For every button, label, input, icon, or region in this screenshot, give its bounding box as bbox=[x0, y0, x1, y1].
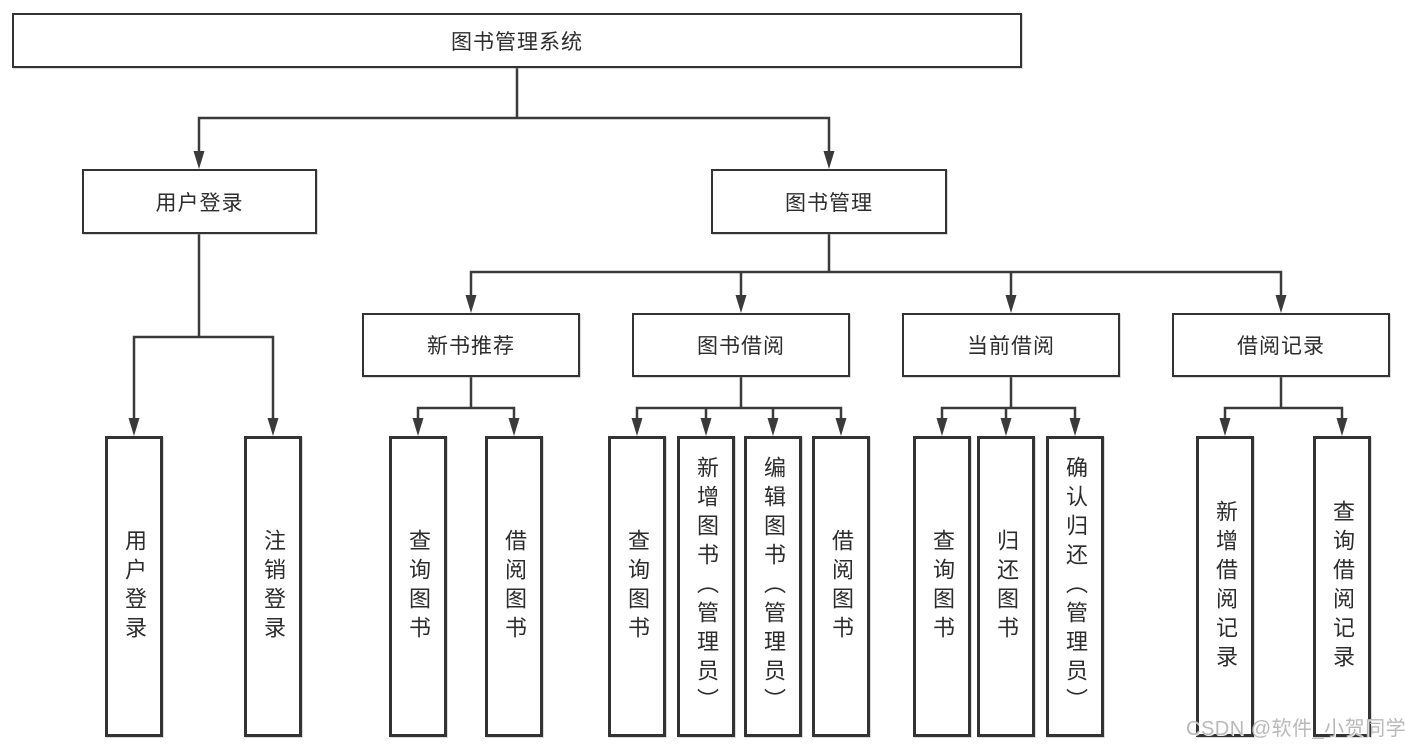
leaf-query-books-current: 查询图书 bbox=[913, 436, 971, 737]
leaf-user-login: 用户登录 bbox=[105, 436, 163, 737]
node-user-login: 用户登录 bbox=[82, 169, 317, 234]
connector-recommend-group bbox=[416, 375, 516, 429]
leaf-borrow-books-recommend: 借阅图书 bbox=[485, 436, 543, 737]
connector-bookmgmt-to-level3 bbox=[469, 232, 1283, 306]
arrow-down-icon bbox=[823, 151, 835, 169]
connector-login-group bbox=[132, 232, 275, 429]
leaf-edit-book-admin: 编辑图书（管理员） bbox=[744, 436, 802, 737]
arrow-down-icon bbox=[508, 418, 520, 436]
arrow-down-icon bbox=[412, 418, 424, 436]
node-label: 查询图书 bbox=[625, 528, 650, 645]
arrow-down-icon bbox=[128, 418, 140, 436]
leaf-add-borrow-record: 新增借阅记录 bbox=[1196, 436, 1254, 737]
connector-root-to-level2 bbox=[197, 66, 831, 162]
leaf-confirm-return-admin: 确认归还（管理员） bbox=[1046, 436, 1104, 737]
node-label: 查询借阅记录 bbox=[1330, 499, 1355, 674]
arrow-down-icon bbox=[1069, 418, 1081, 436]
leaf-logout: 注销登录 bbox=[244, 436, 302, 737]
arrow-down-icon bbox=[1219, 418, 1231, 436]
node-label: 借阅记录 bbox=[1237, 335, 1325, 358]
leaf-query-borrow-record: 查询借阅记录 bbox=[1313, 436, 1371, 737]
node-label: 归还图书 bbox=[994, 528, 1019, 645]
node-label: 注销登录 bbox=[261, 528, 286, 645]
arrow-down-icon bbox=[767, 418, 779, 436]
arrow-down-icon bbox=[735, 295, 747, 313]
leaf-query-books-recommend: 查询图书 bbox=[389, 436, 447, 737]
arrow-down-icon bbox=[193, 151, 205, 169]
node-label: 图书管理 bbox=[785, 191, 873, 215]
arrow-down-icon bbox=[267, 418, 279, 436]
node-label: 新书推荐 bbox=[427, 335, 515, 358]
leaf-query-books-borrow: 查询图书 bbox=[608, 436, 666, 737]
arrow-down-icon bbox=[465, 295, 477, 313]
arrow-down-icon bbox=[835, 418, 847, 436]
arrow-down-icon bbox=[631, 418, 643, 436]
node-label: 确认归还（管理员） bbox=[1063, 456, 1088, 717]
arrow-down-icon bbox=[1000, 418, 1012, 436]
arrow-down-icon bbox=[1336, 418, 1348, 436]
node-label: 新增图书（管理员） bbox=[694, 456, 719, 717]
node-label: 图书借阅 bbox=[697, 335, 785, 358]
arrow-down-icon bbox=[1005, 295, 1017, 313]
node-book-borrow: 图书借阅 bbox=[632, 313, 850, 377]
leaf-add-book-admin: 新增图书（管理员） bbox=[677, 436, 735, 737]
node-label: 查询图书 bbox=[406, 528, 431, 645]
arrow-down-icon bbox=[700, 418, 712, 436]
node-borrow-records: 借阅记录 bbox=[1172, 313, 1390, 377]
connector-current-group bbox=[940, 375, 1077, 429]
node-new-book-recommend: 新书推荐 bbox=[362, 313, 580, 377]
node-current-borrow: 当前借阅 bbox=[902, 313, 1120, 377]
node-label: 编辑图书（管理员） bbox=[761, 456, 786, 717]
leaf-borrow-books: 借阅图书 bbox=[812, 436, 870, 737]
node-system-root: 图书管理系统 bbox=[12, 13, 1022, 68]
node-book-management: 图书管理 bbox=[711, 169, 947, 234]
connector-records-group bbox=[1223, 375, 1344, 429]
node-label: 图书管理系统 bbox=[451, 30, 583, 54]
csdn-watermark: CSDN @软件_小贺同学 bbox=[1186, 718, 1405, 740]
leaf-return-books: 归还图书 bbox=[977, 436, 1035, 737]
arrow-down-icon bbox=[1275, 295, 1287, 313]
node-label: 借阅图书 bbox=[502, 528, 527, 645]
node-label: 新增借阅记录 bbox=[1213, 499, 1238, 674]
node-label: 当前借阅 bbox=[967, 335, 1055, 358]
node-label: 用户登录 bbox=[122, 528, 147, 645]
node-label: 借阅图书 bbox=[829, 528, 854, 645]
node-label: 查询图书 bbox=[930, 528, 955, 645]
arrow-down-icon bbox=[936, 418, 948, 436]
connector-borrow-group bbox=[635, 375, 843, 429]
node-label: 用户登录 bbox=[155, 191, 244, 215]
